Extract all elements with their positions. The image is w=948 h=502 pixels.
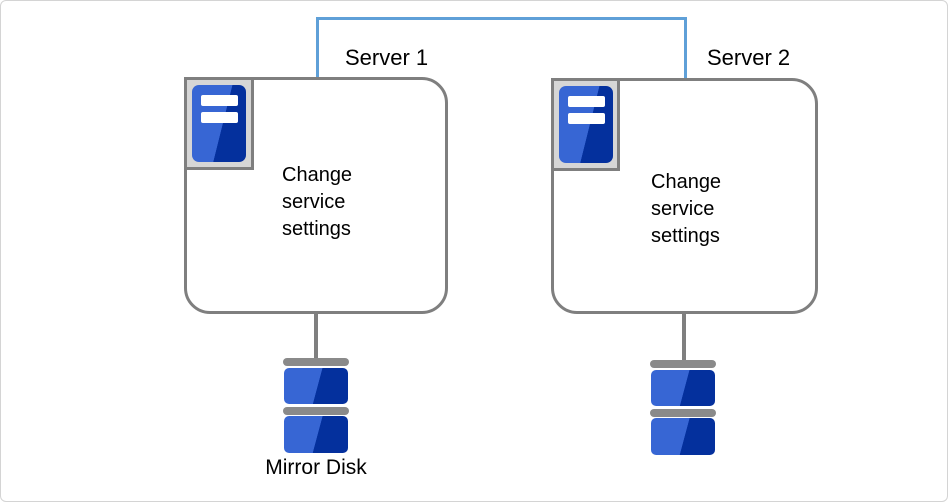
- interconnect-line-server1: [316, 17, 319, 78]
- action-line: Change: [651, 171, 722, 193]
- interconnect-line-horizontal: [316, 17, 687, 20]
- action-line: Change: [282, 164, 353, 186]
- disk-platter: [284, 416, 348, 453]
- disk-platter: [651, 370, 715, 406]
- server-tower-body: [192, 85, 246, 162]
- interconnect-line-server2: [684, 17, 687, 79]
- server-tower-icon: [551, 78, 620, 171]
- server2-action-text: Change service settings: [651, 169, 721, 250]
- action-line: settings: [651, 225, 720, 247]
- disk-stack-icon: [650, 360, 716, 456]
- server1-action-text: Change service settings: [282, 162, 352, 243]
- server1-disk-connector: [314, 308, 318, 360]
- server2-label: Server 2: [707, 45, 791, 70]
- disk-cap: [283, 358, 349, 366]
- disk-stack-icon: [283, 358, 349, 454]
- server-tower-body: [559, 86, 613, 163]
- disk-platter: [651, 418, 715, 455]
- action-line: service: [651, 198, 715, 220]
- disk-cap: [650, 409, 716, 417]
- server-slot-icon: [201, 112, 238, 123]
- disk-cap: [650, 360, 716, 368]
- server2-disk-connector: [682, 308, 686, 362]
- disk-cap: [283, 407, 349, 415]
- action-line: settings: [282, 218, 351, 240]
- server-slot-icon: [201, 95, 238, 106]
- server-tower-icon: [184, 77, 254, 170]
- server-slot-icon: [568, 113, 605, 124]
- action-line: service: [282, 191, 346, 213]
- server1-label: Server 1: [345, 45, 429, 70]
- server-slot-icon: [568, 96, 605, 107]
- mirror-disk-label: Mirror Disk: [265, 456, 367, 479]
- disk-platter: [284, 368, 348, 404]
